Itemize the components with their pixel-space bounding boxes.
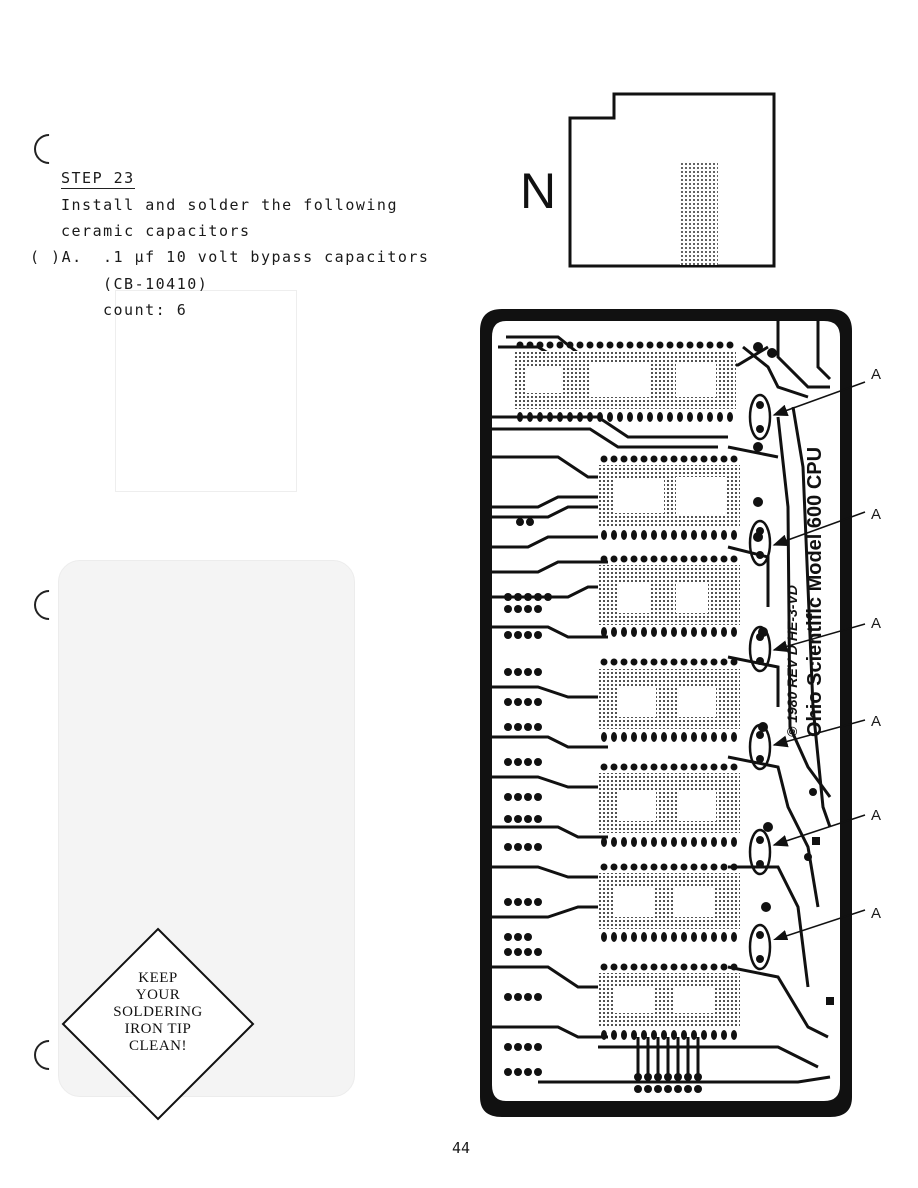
callout-label-3: A [871, 615, 882, 632]
bleed-through-outline [115, 290, 297, 492]
item-description: .1 µf 10 volt bypass capacitors [103, 248, 430, 266]
callout-label-6: A [871, 905, 882, 922]
warning-line-1: KEEP [138, 970, 178, 986]
warning-diamond [61, 927, 255, 1121]
callout-label-1: A [871, 366, 882, 383]
warning-line-5: CLEAN! [129, 1038, 187, 1054]
punch-hole-top [27, 127, 71, 171]
count-label: count: 6 [103, 301, 188, 319]
warning-line-4: IRON TIP [124, 1021, 192, 1037]
callout-arrows [772, 381, 866, 940]
step-title: STEP 23 [61, 169, 135, 189]
callout-label-4: A [871, 713, 882, 730]
orientation-label: N [520, 163, 557, 219]
step-line-1: Install and solder the following [61, 196, 398, 214]
callout-label-2: A [871, 506, 882, 523]
warning-line-3: SOLDERING [113, 1004, 203, 1020]
orientation-inset-diagram [568, 92, 776, 268]
page-number: 44 [452, 1139, 471, 1157]
warning-sign-text: KEEP YOUR SOLDERING IRON TIP CLEAN! [60, 970, 256, 1055]
warning-line-2: YOUR [135, 987, 181, 1003]
step-line-2: ceramic capacitors [61, 222, 251, 240]
item-checkbox-prefix[interactable]: ( )A. [30, 248, 83, 266]
circuit-board-drawing [480, 309, 852, 1117]
circuit-board: Ohio Scientific Model 600 CPU © 1980 REV… [478, 307, 854, 1119]
callout-label-5: A [871, 807, 882, 824]
part-number: (CB-10410) [103, 275, 209, 293]
